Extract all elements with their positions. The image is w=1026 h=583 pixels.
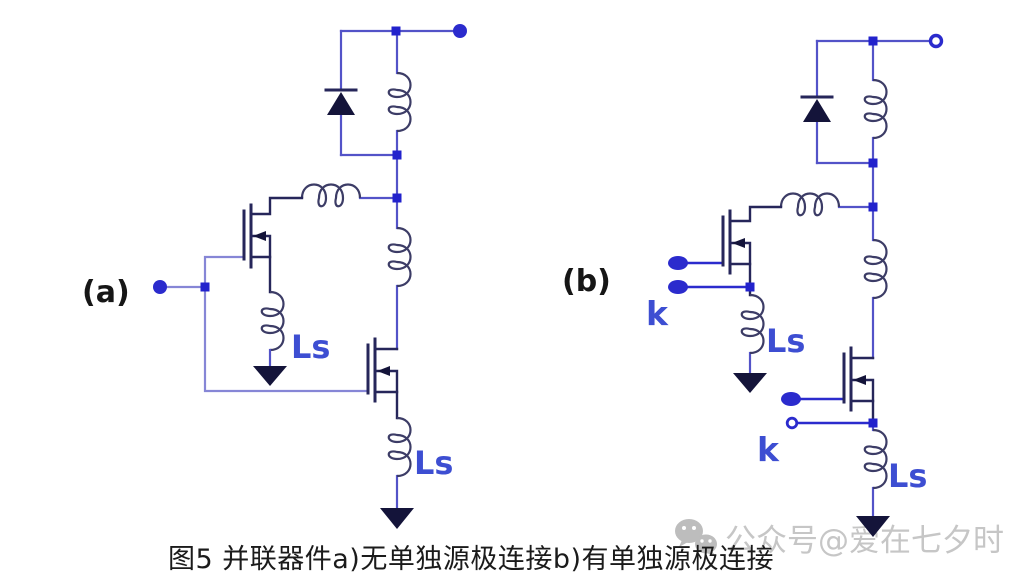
- source-inductor-a1: [260, 290, 285, 352]
- ls-label-b2: Ls: [888, 457, 927, 495]
- figure-caption: 图5 并联器件a)无单独源极连接b)有单独源极连接: [168, 544, 775, 575]
- watermark: 公众号@爱在七夕时: [672, 515, 1004, 560]
- circuit-a: (a) Ls Ls: [82, 24, 467, 529]
- drain-inductor-a: [300, 183, 362, 208]
- ls-label-a1: Ls: [291, 328, 330, 366]
- ground-a2: [380, 508, 414, 529]
- gate-terminal-b2: [781, 392, 801, 406]
- ground-a1: [253, 366, 287, 386]
- mosfet-a1: [242, 196, 304, 294]
- nodes-b: [745, 36, 878, 428]
- mosfet-b1: [721, 205, 783, 297]
- body-arrow: [853, 375, 866, 385]
- wires-a: [339, 29, 462, 510]
- label-circuit-b: (b): [562, 264, 611, 299]
- source-inductor-a2: [387, 416, 412, 478]
- label-circuit-a: (a): [82, 275, 130, 310]
- ls-label-b1: Ls: [766, 322, 805, 360]
- ground-b1: [733, 373, 767, 393]
- mosfet-b2: [842, 346, 875, 424]
- watermark-text: 公众号@爱在七夕时: [725, 523, 1004, 559]
- wechat-icon: [675, 518, 717, 557]
- k-label-b2: k: [757, 430, 780, 469]
- ground-b2: [856, 516, 890, 537]
- parallel-inductor-a: [387, 71, 412, 133]
- series-inductor-b: [863, 238, 888, 300]
- gate-net-a: [158, 255, 370, 393]
- body-arrow: [377, 366, 390, 376]
- source-inductor-b2: [863, 428, 888, 490]
- gate-terminal-b1: [668, 256, 688, 270]
- gate-input-terminal-a: [153, 280, 167, 294]
- series-inductor-a: [387, 226, 412, 288]
- mosfet-a2: [366, 337, 399, 420]
- ls-label-a2: Ls: [414, 444, 453, 482]
- output-terminal-a: [453, 24, 467, 38]
- parallel-inductor-b: [863, 78, 888, 140]
- body-arrow: [732, 238, 745, 248]
- diode-a: [324, 88, 358, 115]
- body-arrow: [253, 231, 266, 241]
- k-label-b1: k: [646, 294, 669, 333]
- terminal-wires-b: [685, 261, 875, 425]
- source-inductor-b1: [740, 293, 765, 355]
- diode-b: [800, 95, 834, 122]
- drain-inductor-b: [779, 192, 841, 217]
- circuit-b: (b) k k Ls Ls: [562, 33, 944, 537]
- nodes-a: [200, 26, 402, 292]
- kelvin-terminal-b2: [785, 416, 799, 430]
- kelvin-terminal-b1: [668, 280, 688, 294]
- output-terminal-b: [928, 33, 944, 49]
